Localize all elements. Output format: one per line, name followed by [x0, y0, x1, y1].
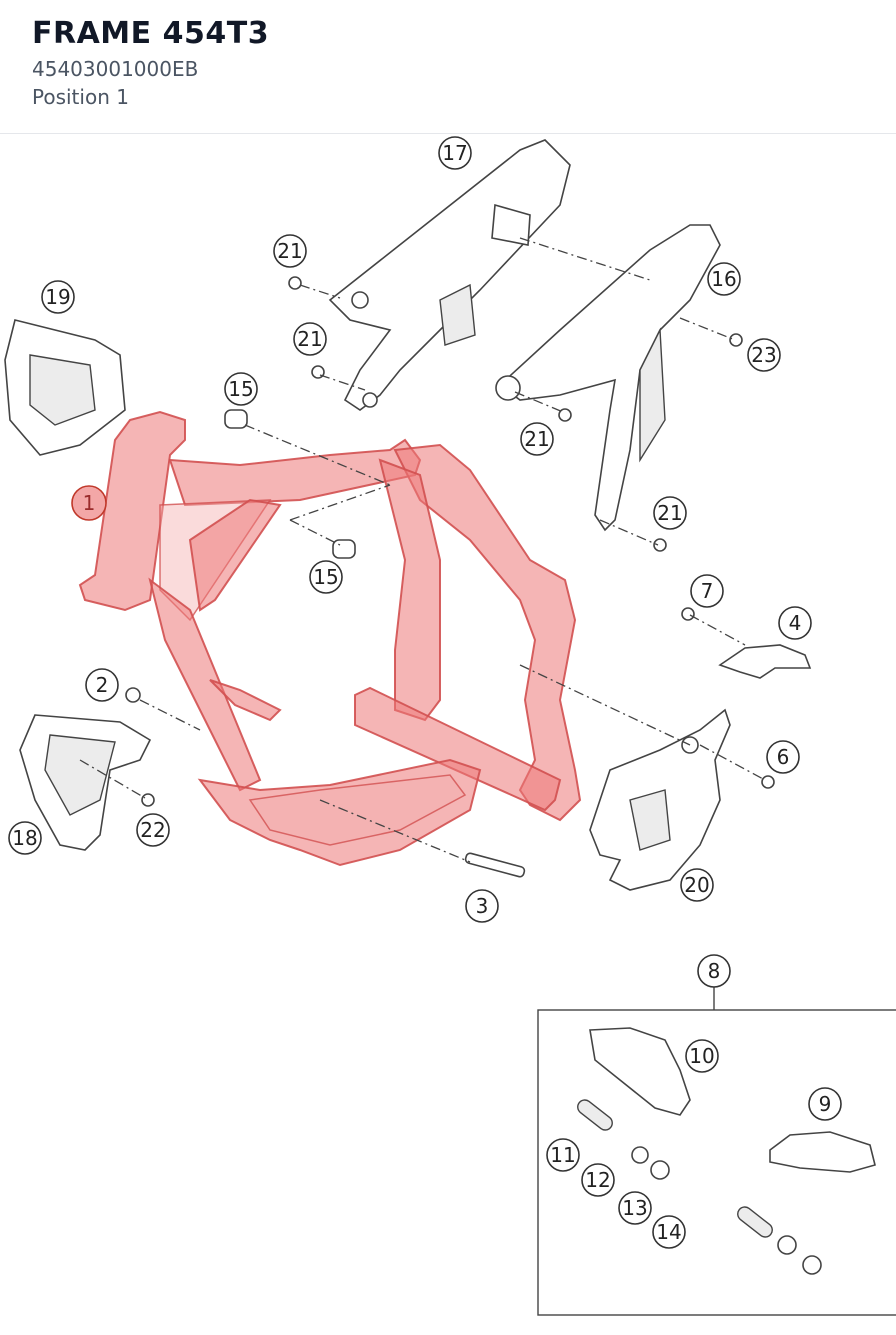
part-number: 45403001000EB — [32, 57, 199, 81]
number-plate-holder-part-19[interactable] — [4, 319, 126, 456]
rear-subframe-part-16[interactable] — [495, 224, 721, 532]
callout-6[interactable]: 6 — [766, 740, 800, 774]
callout-15-lower[interactable]: 15 — [309, 560, 343, 594]
footpeg-part-10[interactable] — [589, 1027, 691, 1116]
callout-1[interactable]: 1 — [71, 485, 107, 521]
svg-text:2: 2 — [96, 673, 109, 697]
svg-text:23: 23 — [751, 343, 776, 367]
svg-text:12: 12 — [585, 1168, 610, 1192]
callout-15-upper[interactable]: 15 — [224, 372, 258, 406]
position-label: Position 1 — [32, 85, 129, 109]
callout-12[interactable]: 12 — [581, 1163, 615, 1197]
page-title: FRAME 454T3 — [32, 16, 270, 51]
svg-text:16: 16 — [711, 267, 736, 291]
exploded-parts-diagram: 1 2 3 4 6 7 8 9 10 11 12 13 14 15 15 16 … — [4, 136, 896, 1316]
svg-text:21: 21 — [657, 501, 682, 525]
callout-21-b[interactable]: 21 — [293, 322, 327, 356]
svg-text:1: 1 — [83, 491, 96, 515]
callout-14[interactable]: 14 — [652, 1215, 686, 1249]
frame-guard-part-18[interactable] — [19, 714, 152, 851]
svg-text:11: 11 — [550, 1143, 575, 1167]
svg-text:18: 18 — [12, 826, 37, 850]
callout-11[interactable]: 11 — [546, 1138, 580, 1172]
callout-17[interactable]: 17 — [438, 136, 472, 170]
svg-text:20: 20 — [684, 873, 709, 897]
callout-18[interactable]: 18 — [8, 821, 42, 855]
callout-22[interactable]: 22 — [136, 813, 170, 847]
main-frame-part-1[interactable] — [78, 410, 582, 867]
svg-text:13: 13 — [622, 1196, 647, 1220]
svg-text:10: 10 — [689, 1044, 714, 1068]
chain-guide-part-4[interactable] — [718, 644, 812, 679]
svg-text:21: 21 — [524, 427, 549, 451]
svg-text:17: 17 — [442, 141, 467, 165]
svg-text:19: 19 — [45, 285, 70, 309]
callout-3[interactable]: 3 — [465, 889, 499, 923]
svg-text:4: 4 — [789, 611, 802, 635]
callout-10[interactable]: 10 — [685, 1039, 719, 1073]
assembly-lines — [79, 237, 766, 863]
page-header: FRAME 454T3 45403001000EB Position 1 — [0, 0, 896, 134]
callout-4[interactable]: 4 — [778, 606, 812, 640]
svg-text:22: 22 — [140, 818, 165, 842]
callout-23[interactable]: 23 — [747, 338, 781, 372]
callout-19[interactable]: 19 — [41, 280, 75, 314]
svg-text:21: 21 — [277, 239, 302, 263]
callout-16[interactable]: 16 — [707, 262, 741, 296]
fasteners — [125, 276, 775, 878]
svg-text:21: 21 — [297, 327, 322, 351]
callout-9[interactable]: 9 — [808, 1087, 842, 1121]
callout-21-d[interactable]: 21 — [653, 496, 687, 530]
svg-text:6: 6 — [777, 745, 790, 769]
footpeg-hardware — [577, 1099, 822, 1275]
callout-8[interactable]: 8 — [697, 954, 731, 988]
footpeg-part-9[interactable] — [769, 1131, 876, 1173]
svg-text:8: 8 — [708, 959, 721, 983]
rear-subframe-part-17[interactable] — [328, 139, 571, 411]
svg-text:15: 15 — [228, 377, 253, 401]
callout-21-c[interactable]: 21 — [520, 422, 554, 456]
callout-13[interactable]: 13 — [618, 1191, 652, 1225]
callout-7[interactable]: 7 — [690, 574, 724, 608]
detail-box-part-8 — [537, 985, 896, 1316]
callout-20[interactable]: 20 — [680, 868, 714, 902]
svg-text:14: 14 — [656, 1220, 681, 1244]
svg-text:9: 9 — [819, 1092, 832, 1116]
callout-2[interactable]: 2 — [85, 668, 119, 702]
frame-guard-part-20[interactable] — [589, 708, 731, 891]
svg-text:7: 7 — [701, 579, 714, 603]
svg-text:3: 3 — [476, 894, 489, 918]
callout-21-a[interactable]: 21 — [273, 234, 307, 268]
svg-text:15: 15 — [313, 565, 338, 589]
